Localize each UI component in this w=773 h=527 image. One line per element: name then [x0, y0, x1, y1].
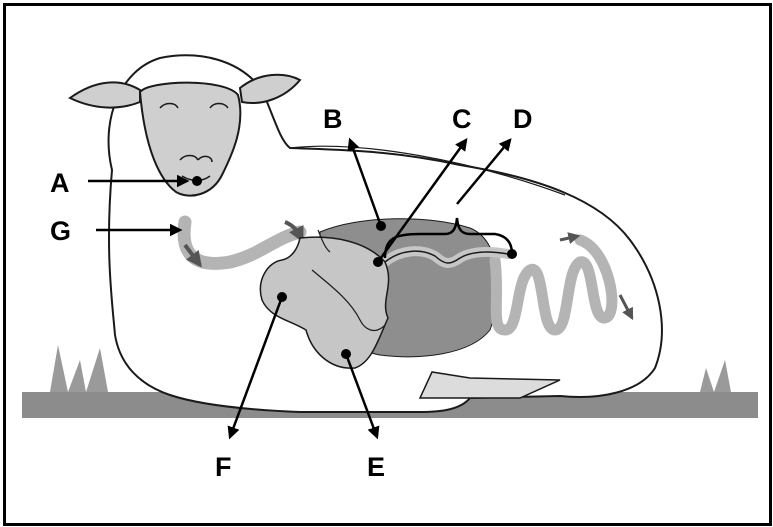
- label-d: D: [513, 104, 533, 134]
- point-d-dot: [507, 249, 517, 259]
- label-a: A: [50, 168, 70, 198]
- label-c: C: [452, 104, 472, 134]
- grass-right-icon: [700, 360, 731, 392]
- label-b: B: [323, 104, 343, 134]
- label-e: E: [367, 452, 385, 482]
- grass-left-icon: [50, 345, 108, 392]
- point-a-dot: [192, 176, 202, 186]
- left-ear: [70, 82, 140, 107]
- label-f: F: [215, 452, 232, 482]
- label-g: G: [50, 216, 71, 246]
